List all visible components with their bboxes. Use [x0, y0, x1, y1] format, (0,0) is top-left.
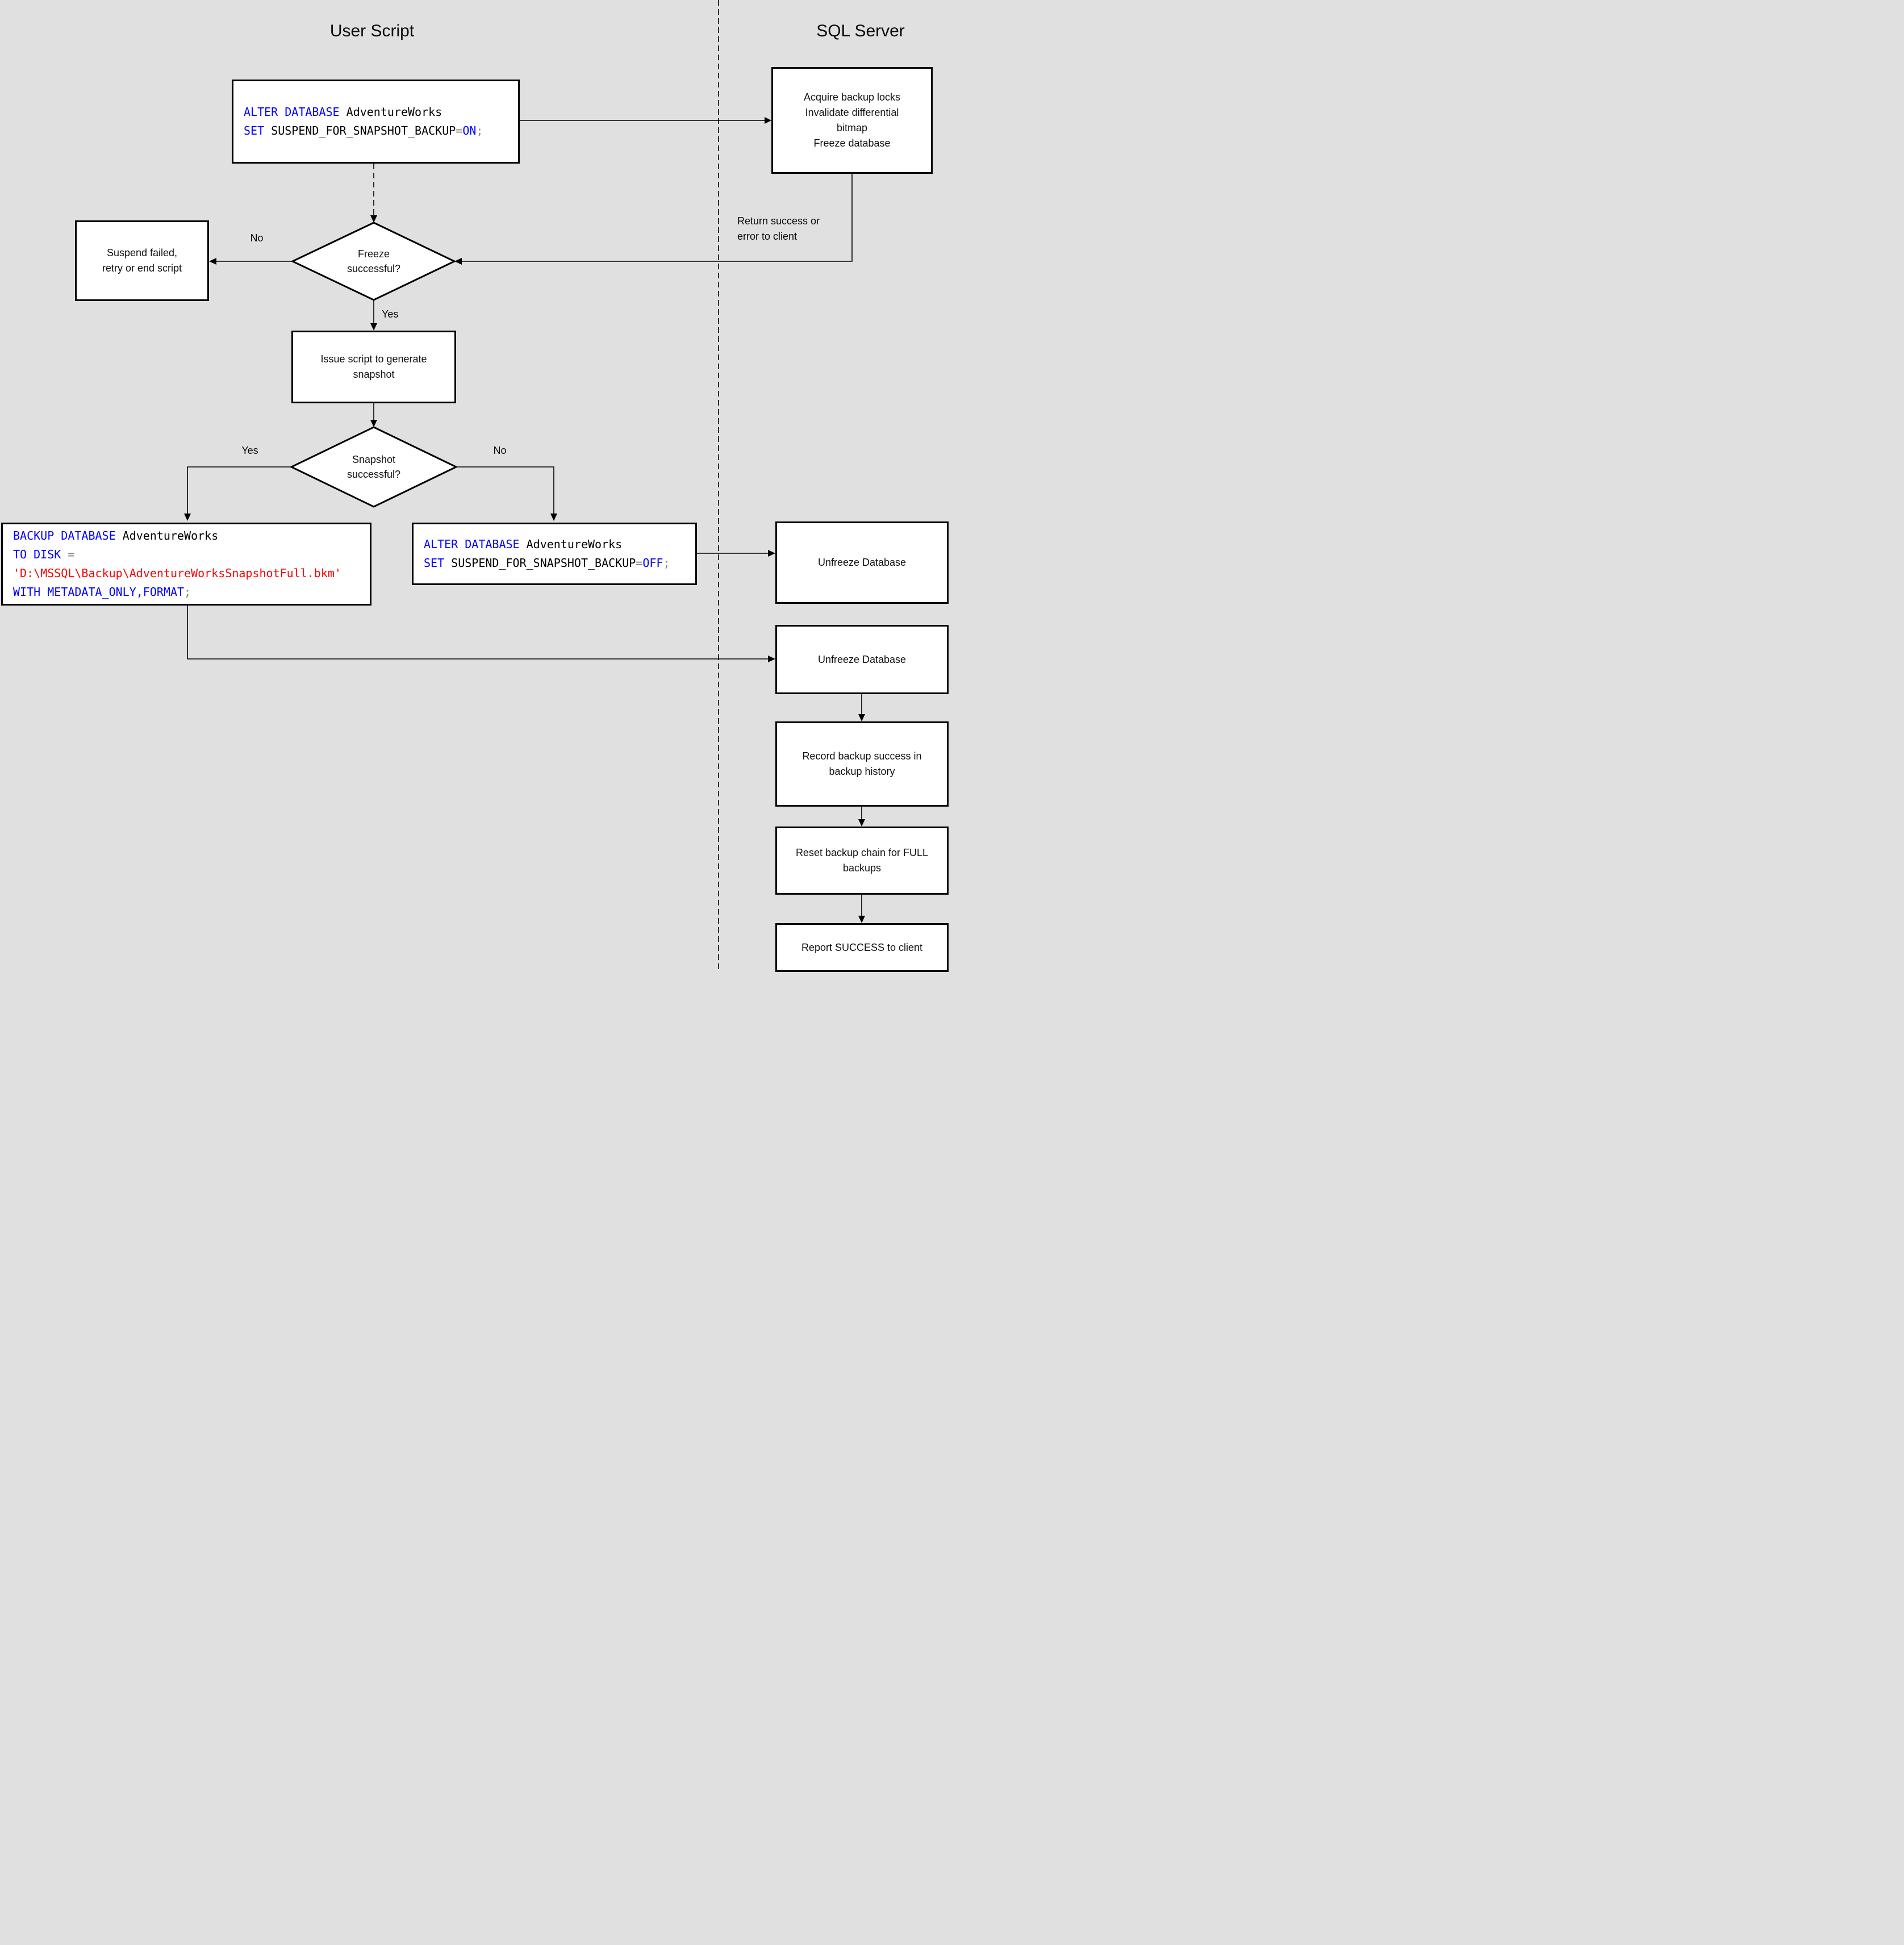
node-backup-metadata-only: BACKUP DATABASE AdventureWorks TO DISK =…: [1, 523, 371, 606]
connector-layer: [184, 0, 865, 972]
node-unfreeze-database-2: Unfreeze Database: [775, 625, 949, 694]
code-line: 'D:\MSSQL\Backup\AdventureWorksSnapshotF…: [13, 566, 341, 580]
node-suspend-failed: Suspend failed, retry or end script: [75, 220, 209, 301]
edge-backup-to-unfreeze-2: [187, 606, 775, 662]
node-label: Record backup success in: [802, 750, 922, 762]
decision-label-line: successful?: [346, 469, 401, 480]
decision-snapshot-successful-label: Snapshot successful?: [317, 452, 431, 482]
edge-acquire-to-freeze-decision: [454, 174, 853, 265]
node-label: Unfreeze Database: [817, 653, 907, 665]
edge-label-freeze-yes: Yes: [382, 308, 399, 320]
node-record-backup-history: Record backup success in backup history: [775, 721, 949, 807]
decision-snapshot-successful-shape: [289, 426, 458, 508]
node-unfreeze-database-1: Unfreeze Database: [775, 521, 949, 604]
lane-title-sql-server: SQL Server: [816, 22, 905, 40]
edge-alter-off-to-unfreeze-1: [697, 550, 775, 557]
edge-unfreeze-2-to-record: [858, 694, 865, 721]
node-acquire-backup-locks: Acquire backup locks Invalidate differen…: [771, 67, 933, 174]
code-line: SET SUSPEND_FOR_SNAPSHOT_BACKUP=OFF;: [424, 556, 670, 570]
node-report-success: Report SUCCESS to client: [775, 923, 949, 972]
node-label: Unfreeze Database: [817, 557, 907, 568]
code-line: WITH METADATA_ONLY,FORMAT;: [13, 585, 191, 599]
edge-record-to-reset: [858, 807, 865, 827]
edge-label-line: error to client: [737, 231, 797, 242]
edge-label-return-note: Return success or error to client: [737, 214, 857, 244]
code-line: TO DISK =: [13, 548, 75, 561]
node-reset-backup-chain: Reset backup chain for FULL backups: [775, 827, 949, 895]
code-line: ALTER DATABASE AdventureWorks: [244, 105, 442, 119]
code-line: ALTER DATABASE AdventureWorks: [424, 537, 623, 551]
decision-label-line: Freeze: [357, 248, 390, 260]
edge-label-line: Return success or: [737, 215, 820, 227]
edge-alter-on-to-freeze-decision: [370, 164, 377, 223]
edge-freeze-no-to-suspend-failed: [209, 258, 293, 265]
node-label: backup history: [829, 766, 895, 777]
edge-freeze-yes-to-issue-script: [370, 300, 377, 331]
node-alter-suspend-on: ALTER DATABASE AdventureWorks SET SUSPEN…: [232, 80, 520, 164]
lane-title-user-script: User Script: [329, 22, 415, 40]
node-label: bitmap: [836, 122, 868, 133]
node-label: Issue script to generate: [320, 353, 427, 365]
code-line: BACKUP DATABASE AdventureWorks: [13, 529, 219, 542]
node-label: Suspend failed,: [106, 247, 178, 258]
decision-label-line: Snapshot: [352, 454, 396, 465]
decision-freeze-successful-label: Freeze successful?: [317, 247, 431, 276]
edge-label-freeze-no: No: [250, 232, 264, 244]
edge-reset-to-report: [858, 895, 865, 923]
edge-label-snapshot-no: No: [493, 445, 507, 456]
node-label: Invalidate differential: [805, 107, 899, 118]
node-alter-suspend-off: ALTER DATABASE AdventureWorks SET SUSPEN…: [412, 523, 697, 585]
node-label: Acquire backup locks: [803, 91, 901, 103]
node-label: snapshot: [353, 369, 395, 380]
edge-issue-script-to-snapshot-decision: [370, 403, 377, 427]
node-issue-snapshot-script: Issue script to generate snapshot: [291, 331, 456, 403]
node-label: Freeze database: [813, 137, 891, 149]
snapshot-backup-flowchart: User Script SQL Server ALTER DATABASE Ad…: [0, 0, 952, 972]
edge-alter-on-to-acquire: [520, 117, 771, 124]
node-label: Reset backup chain for FULL: [795, 847, 929, 858]
node-label: retry or end script: [102, 262, 182, 274]
edge-snapshot-no-to-alter-off: [456, 466, 557, 521]
code-line: SET SUSPEND_FOR_SNAPSHOT_BACKUP=ON;: [244, 124, 483, 137]
node-label: backups: [842, 862, 882, 874]
edge-snapshot-yes-to-backup: [184, 466, 291, 521]
node-label: Report SUCCESS to client: [801, 941, 923, 953]
edge-label-snapshot-yes: Yes: [241, 445, 258, 456]
decision-label-line: successful?: [346, 263, 401, 274]
